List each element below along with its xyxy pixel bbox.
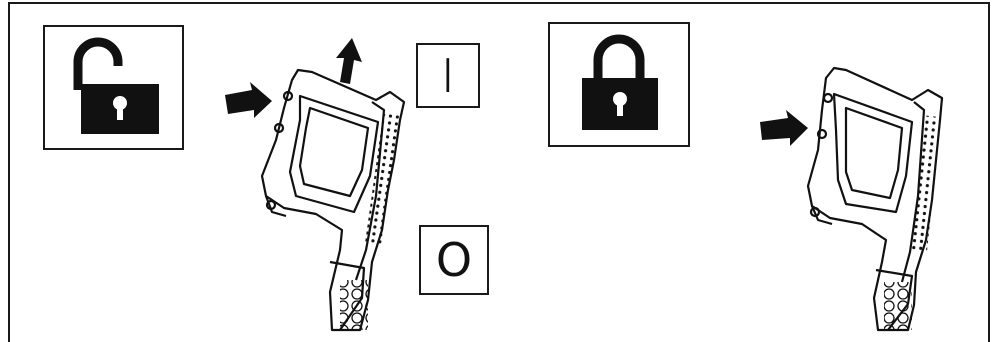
off-symbol: O (435, 233, 473, 287)
push-arrow-left-icon (225, 82, 272, 118)
push-arrow-right-icon (760, 110, 808, 146)
handle-texture (340, 280, 368, 330)
diagram-frame (8, 2, 990, 342)
off-switch-box: O (419, 225, 489, 295)
on-switch-box: I (416, 43, 480, 108)
grip-texture-right (911, 115, 942, 252)
grip-texture (365, 113, 400, 245)
handle-texture-right (884, 282, 912, 330)
on-symbol: I (443, 48, 453, 103)
up-arrow-icon (336, 38, 362, 84)
locked-padlock-icon (582, 34, 658, 130)
unlocked-padlock-icon (73, 37, 159, 134)
